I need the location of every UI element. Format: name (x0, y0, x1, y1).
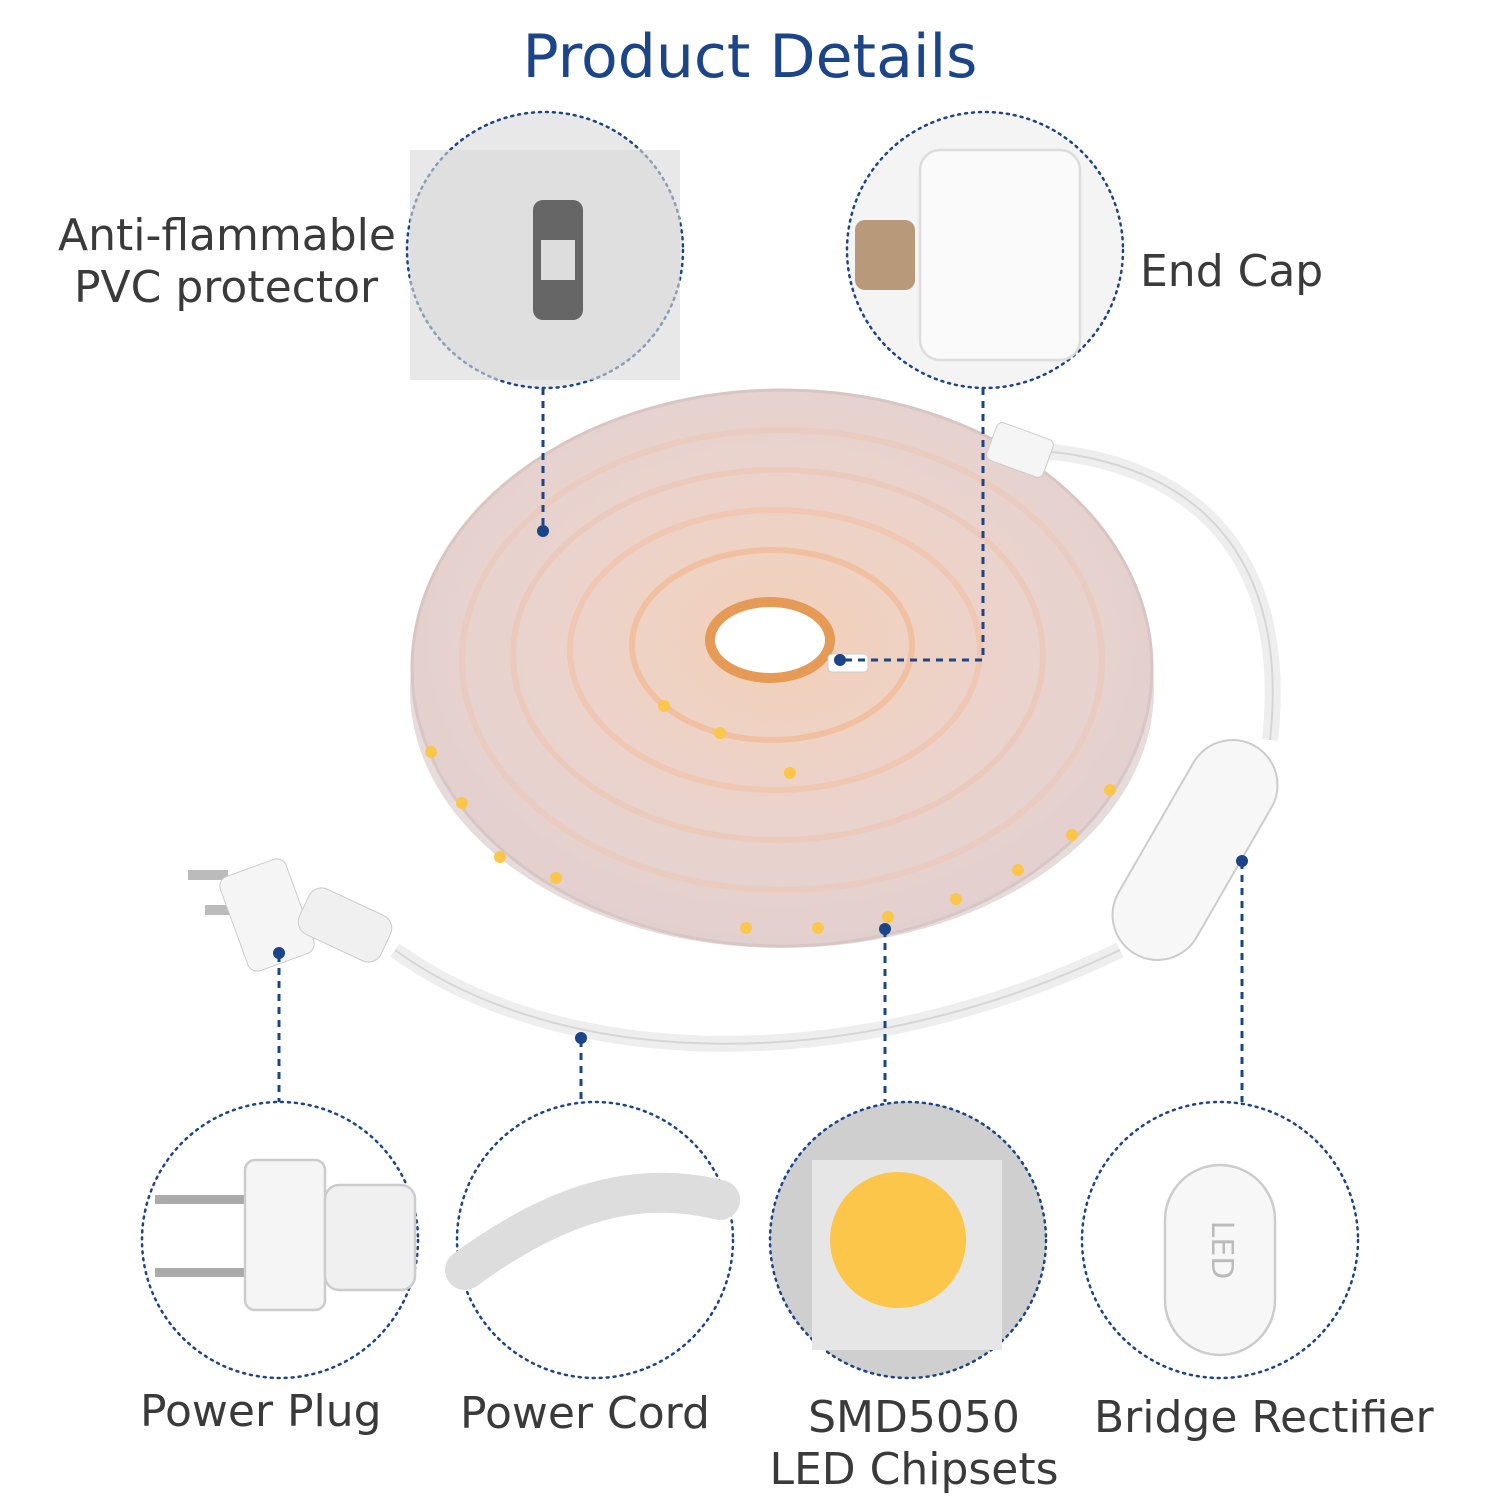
power-cord-line (390, 942, 1124, 1052)
page-title: Product Details (522, 22, 978, 92)
label-end-cap: End Cap (1140, 246, 1324, 297)
label-pvc-line1: Anti-flammable (58, 210, 396, 261)
detail-pvc-protector (405, 110, 685, 390)
detail-bridge-rectifier: LED (1080, 1100, 1360, 1380)
label-power-cord: Power Cord (460, 1388, 710, 1439)
led-strip-coil (410, 388, 1154, 948)
coil-center-hole (705, 597, 835, 683)
label-smd-line1: SMD5050 (808, 1392, 1020, 1443)
callout-dots (273, 525, 1248, 1044)
power-plug-unit (188, 858, 393, 972)
rectifier-marking: LED (1204, 1221, 1239, 1280)
label-power-plug: Power Plug (140, 1386, 382, 1437)
label-pvc-line2: PVC protector (74, 262, 379, 313)
detail-end-cap (845, 110, 1125, 390)
detail-power-plug (140, 1100, 420, 1380)
led-chip-icon (830, 1172, 966, 1308)
led-dots (425, 700, 1116, 934)
label-bridge-rectifier: Bridge Rectifier (1094, 1392, 1434, 1443)
bridge-rectifier-unit (1111, 739, 1279, 961)
end-cap-on-coil (827, 653, 869, 673)
detail-power-cord (445, 1100, 740, 1380)
label-smd-line2: LED Chipsets (769, 1444, 1059, 1495)
detail-smd5050-chip (768, 1100, 1048, 1380)
callout-connectors (277, 388, 1244, 1102)
